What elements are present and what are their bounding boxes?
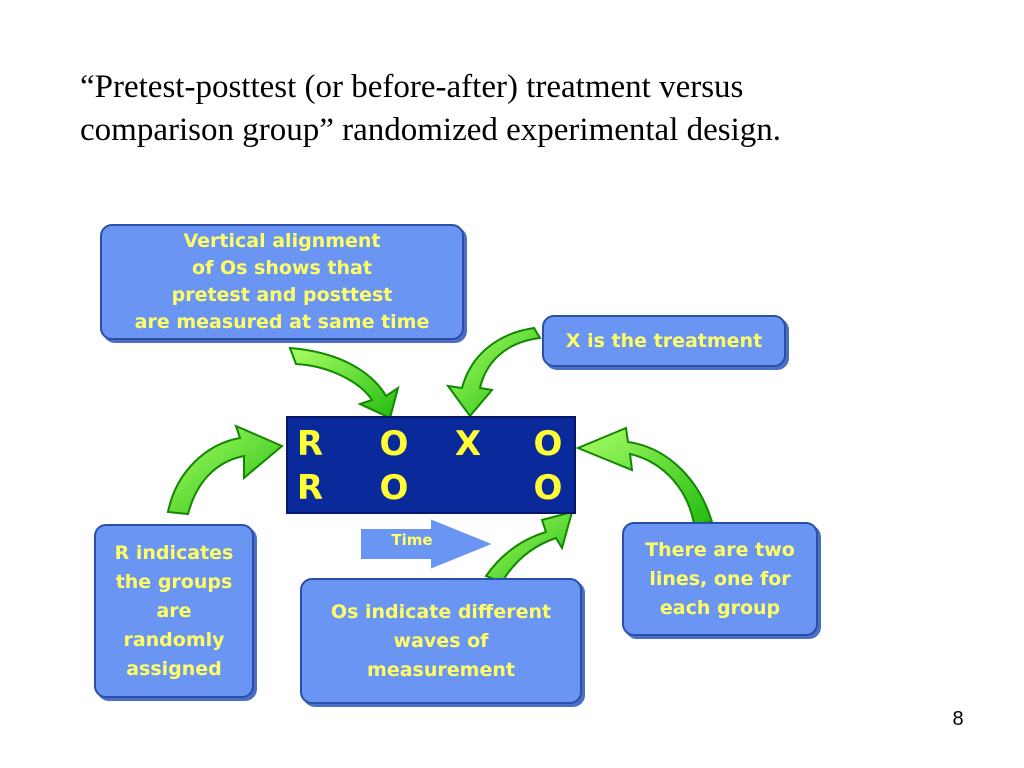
- two-lines-line-3: each group: [659, 596, 781, 619]
- slide-title-line-2: comparison group” randomized experimenta…: [80, 112, 782, 148]
- r-callout-line-4: randomly: [123, 628, 225, 651]
- matrix-r1-c2: O: [379, 424, 409, 464]
- vertical-alignment-line-3: pretest and posttest: [171, 284, 393, 306]
- matrix-r2-c4: O: [533, 468, 563, 508]
- page-number: 8: [952, 708, 964, 730]
- r-callout-line-2: the groups: [115, 570, 233, 593]
- arrow-vertical-callout: [288, 346, 400, 420]
- design-notation-box: R O X O R O O: [286, 416, 576, 514]
- treatment-callout: X is the treatment: [542, 315, 786, 367]
- arrow-treatment-callout: [445, 326, 542, 418]
- time-arrow-label: Time: [391, 531, 433, 549]
- matrix-r1-c3: X: [454, 424, 482, 464]
- os-callout-line-3: measurement: [367, 658, 515, 681]
- matrix-r1-c1: R: [296, 424, 324, 464]
- os-callout-line-1: Os indicate different: [330, 600, 552, 623]
- matrix-r2-c2: O: [379, 468, 409, 508]
- treatment-line-1: X is the treatment: [565, 330, 763, 352]
- vertical-alignment-line-2: of Os shows that: [192, 257, 372, 279]
- arrow-lines-callout: [575, 426, 714, 526]
- os-callout-line-2: waves of: [393, 629, 489, 652]
- vertical-alignment-line-4: are measured at same time: [134, 311, 430, 333]
- r-callout: R indicates the groups are randomly assi…: [94, 524, 254, 698]
- arrow-os-callout: [484, 510, 574, 584]
- two-lines-line-2: lines, one for: [649, 567, 791, 590]
- matrix-r2-c1: R: [296, 468, 324, 508]
- two-lines-callout: There are two lines, one for each group: [622, 522, 818, 636]
- vertical-alignment-callout: Vertical alignment of Os shows that pret…: [100, 224, 464, 340]
- two-lines-line-1: There are two: [645, 538, 795, 561]
- slide-title: “Pretest-posttest (or before-after) trea…: [80, 66, 980, 152]
- arrow-r-callout: [166, 424, 284, 516]
- r-callout-line-5: assigned: [126, 657, 222, 680]
- r-callout-line-1: R indicates: [114, 541, 234, 564]
- r-callout-line-3: are: [156, 599, 192, 622]
- vertical-alignment-line-1: Vertical alignment: [183, 230, 381, 252]
- matrix-r1-c4: O: [533, 424, 563, 464]
- time-arrow: [359, 516, 497, 572]
- slide-title-line-1: “Pretest-posttest (or before-after) trea…: [80, 69, 744, 105]
- os-callout: Os indicate different waves of measureme…: [300, 578, 582, 704]
